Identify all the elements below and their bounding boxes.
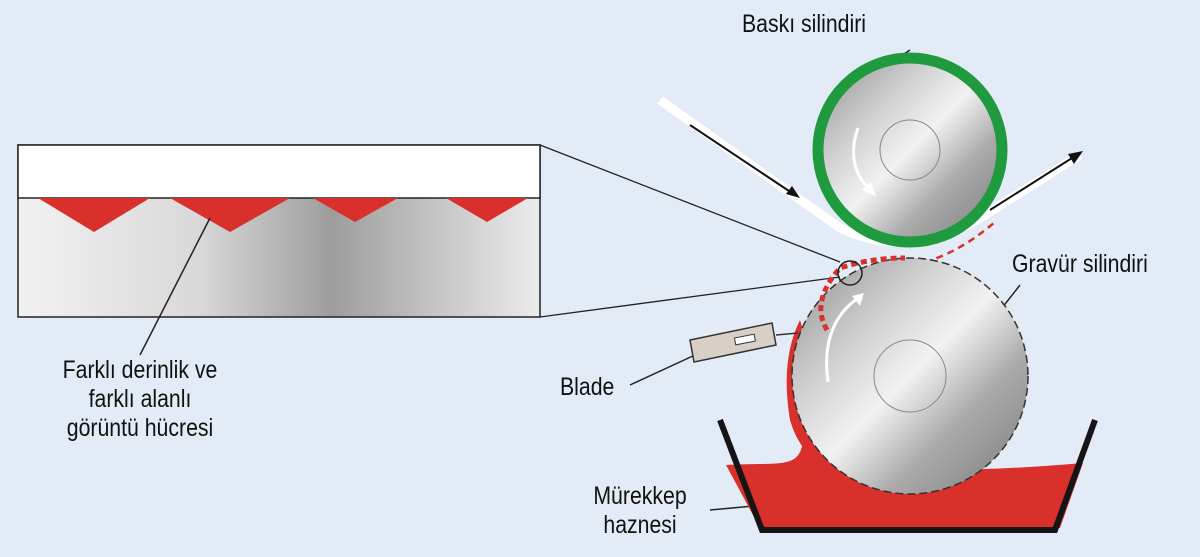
cell-label-line: Farklı derinlik ve [62,356,218,384]
magnify-circle [837,260,863,286]
ink-reservoir-label: Mürekkep haznesi [581,482,700,540]
ink-label-line: Mürekkep [593,482,687,510]
ink-label-line: haznesi [603,511,677,539]
gravure-cylinder-label: Gravür silindiri [1012,250,1148,278]
cell-label-line: farklı alanlı [88,385,192,413]
cell-label-line: görüntü hücresi [66,414,214,442]
doctor-blade [689,322,799,363]
blade-label: Blade [560,373,615,401]
magnified-inset [17,144,841,318]
print-cylinder-label: Baskı silindiri [742,10,866,38]
cell-label: Farklı derinlik ve farklı alanlı görüntü… [38,356,242,443]
gravure-cylinder [786,255,1029,495]
print-cylinder [812,52,1008,248]
ink-cell [38,198,150,232]
ink-cell [313,198,398,222]
ink-cell [446,198,528,222]
ink-cell [170,198,290,232]
